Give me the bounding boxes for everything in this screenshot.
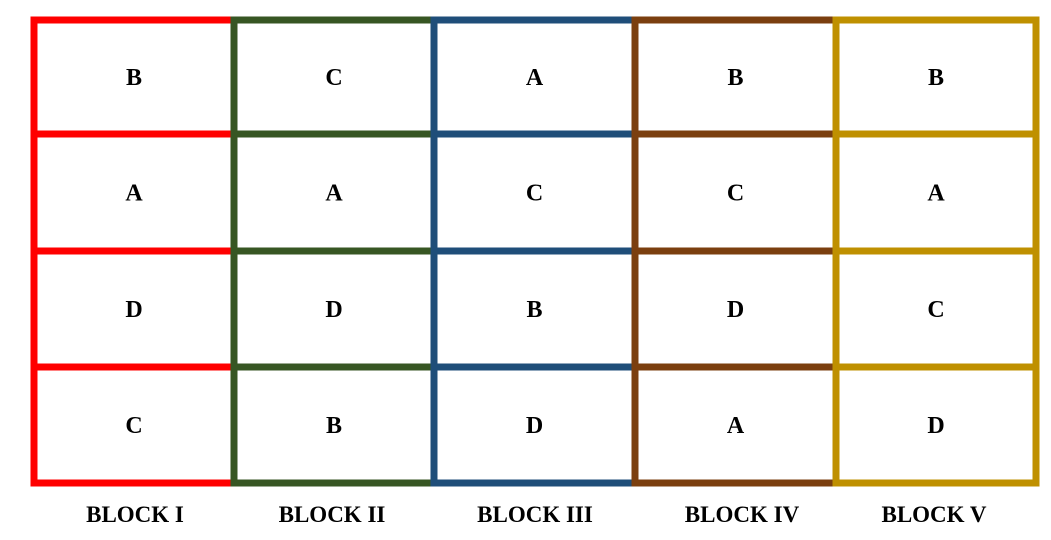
cell-letter: C [927, 297, 944, 323]
cell-letter: A [125, 181, 143, 207]
cell-letter: D [125, 297, 142, 323]
cell-letter: C [526, 181, 543, 207]
cell-letter: D [927, 413, 944, 439]
cell-letter: D [325, 297, 342, 323]
cell-letter: A [927, 181, 945, 207]
cell-letter: B [126, 65, 142, 91]
cell-letter: B [928, 65, 944, 91]
block-frames [30, 16, 1040, 487]
block-label: BLOCK IV [685, 502, 800, 527]
cell-letter: B [727, 65, 743, 91]
cell-letter: C [727, 181, 744, 207]
cell-letter: B [326, 413, 342, 439]
cell-letter: A [526, 65, 544, 91]
block-label: BLOCK V [881, 502, 986, 527]
block-label: BLOCK III [477, 502, 593, 527]
block-label: BLOCK II [279, 502, 386, 527]
block-label: BLOCK I [86, 502, 184, 527]
block-texts: B A D C BLOCK I C A D B BLOCK II A C B D BLOCK III B C D A… [86, 65, 987, 527]
cell-letter: C [125, 413, 142, 439]
cell-letter: C [325, 65, 342, 91]
cell-letter: D [526, 413, 543, 439]
cell-letter: D [727, 297, 744, 323]
cell-letter: A [325, 181, 343, 207]
cell-letter: A [727, 413, 745, 439]
cell-letter: B [526, 297, 542, 323]
